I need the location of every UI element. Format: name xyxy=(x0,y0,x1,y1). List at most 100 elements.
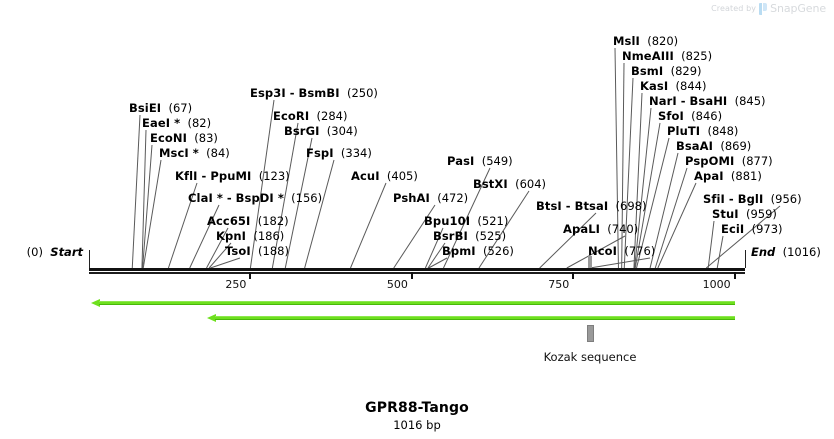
enzyme-name: MscI xyxy=(159,146,189,160)
arrow-head-icon xyxy=(206,314,216,322)
site-position: (844) xyxy=(668,79,707,93)
site-position: (820) xyxy=(639,34,679,48)
site-position: (549) xyxy=(474,154,513,168)
enzyme-name: StuI xyxy=(712,207,739,221)
restriction-site-label: BsaAI (869) xyxy=(676,140,751,152)
snapgene-watermark: Created by SnapGene xyxy=(711,2,826,15)
site-position: (869) xyxy=(713,139,752,153)
axis-tick-label: 250 xyxy=(225,278,247,291)
site-position: (334) xyxy=(333,146,372,160)
restriction-site-label: NcoI (776) xyxy=(588,245,655,257)
restriction-site-label: EcoNI (83) xyxy=(150,132,218,144)
enzyme-name: BsaAI xyxy=(676,139,714,153)
site-position: (182) xyxy=(250,214,289,228)
enzyme-name: Bpu10I xyxy=(424,214,471,228)
arrow-head-icon xyxy=(90,299,100,307)
enzyme-name: SfoI xyxy=(658,109,684,123)
site-position: (959) xyxy=(738,207,777,221)
site-position: (123) xyxy=(251,169,290,183)
restriction-site-label: Bpu10I (521) xyxy=(424,215,508,227)
restriction-site-label: NarI - BsaHI (845) xyxy=(649,95,766,107)
kozak-sequence-label: Kozak sequence xyxy=(543,350,637,364)
site-position: (881) xyxy=(723,169,762,183)
enzyme-name: BpmI xyxy=(442,244,476,258)
restriction-site-label: FspI (334) xyxy=(306,147,372,159)
restriction-site-label: BsrGI (304) xyxy=(284,125,358,137)
enzyme-name: AcuI xyxy=(351,169,380,183)
restriction-site-label: Esp3I - BsmBI (250) xyxy=(250,87,378,99)
enzyme-name: BsaHI xyxy=(689,94,728,108)
axis-tick xyxy=(410,272,413,279)
enzyme-name: Acc65I xyxy=(207,214,251,228)
watermark-prefix: Created by xyxy=(711,4,757,13)
site-position: (156) xyxy=(283,191,323,205)
enzyme-name: EcoNI xyxy=(150,131,187,145)
enzyme-name: BglI xyxy=(737,192,764,206)
enzyme-name: NcoI xyxy=(588,244,618,258)
site-position: (250) xyxy=(339,86,378,100)
enzyme-name: EciI xyxy=(721,222,745,236)
enzyme-name: EaeI xyxy=(142,116,171,130)
site-leader-line xyxy=(623,77,634,269)
site-position: (845) xyxy=(727,94,766,108)
enzyme-separator: - xyxy=(561,199,575,213)
site-leader-line xyxy=(142,144,153,269)
restriction-site-label: MscI * (84) xyxy=(159,147,230,159)
methylation-star: * xyxy=(188,146,199,160)
restriction-site-label: KpnI (186) xyxy=(216,230,284,242)
site-position: (304) xyxy=(319,124,358,138)
enzyme-separator: - xyxy=(724,192,738,206)
enzyme-name: Esp3I xyxy=(250,86,286,100)
site-position: (84) xyxy=(198,146,230,160)
enzyme-name: SfiI xyxy=(703,192,725,206)
kozak-sequence-marker-on-axis xyxy=(588,256,593,268)
site-position: (188) xyxy=(250,244,289,258)
restriction-site-label: BsiEI (67) xyxy=(129,102,192,114)
site-position: (698) xyxy=(608,199,647,213)
restriction-site-label: ClaI * - BspDI * (156) xyxy=(188,192,322,204)
site-position: (472) xyxy=(429,191,469,205)
site-leader-line xyxy=(131,114,141,269)
enzyme-name: TsoI xyxy=(225,244,251,258)
axis-tick xyxy=(572,272,575,279)
enzyme-name: NmeAIII xyxy=(622,49,674,63)
site-position: (525) xyxy=(467,229,507,243)
site-position: (186) xyxy=(246,229,285,243)
terminus-name: Start xyxy=(50,245,83,259)
terminus-position: (1016) xyxy=(782,245,821,259)
terminus-label-end: End (1016) xyxy=(751,246,821,258)
restriction-site-label: ApaLI (740) xyxy=(563,223,638,235)
restriction-site-label: Acc65I (182) xyxy=(207,215,289,227)
enzyme-name: KpnI xyxy=(216,229,247,243)
enzyme-name: NarI xyxy=(649,94,677,108)
restriction-site-label: BstXI (604) xyxy=(473,178,546,190)
enzyme-name: EcoRI xyxy=(273,109,310,123)
sequence-backbone xyxy=(89,268,745,271)
sequence-backbone-lower xyxy=(89,272,745,274)
feature-arrow xyxy=(90,299,735,308)
site-position: (82) xyxy=(180,116,212,130)
terminus-label-start: (0) Start xyxy=(17,246,83,258)
enzyme-name: BtsI xyxy=(536,199,562,213)
site-position: (956) xyxy=(763,192,802,206)
site-leader-line xyxy=(210,257,241,269)
enzyme-separator: - xyxy=(676,94,690,108)
restriction-site-label: NmeAIII (825) xyxy=(622,50,712,62)
restriction-site-label: BpmI (526) xyxy=(442,245,514,257)
site-position: (284) xyxy=(309,109,348,123)
restriction-site-label: PshAI (472) xyxy=(393,192,468,204)
feature-arrow xyxy=(206,314,735,323)
site-position: (521) xyxy=(470,214,509,228)
axis-tick-label: 750 xyxy=(548,278,570,291)
restriction-site-label: PluTI (848) xyxy=(667,125,738,137)
site-position: (526) xyxy=(475,244,514,258)
watermark-brand: SnapGene xyxy=(770,2,826,15)
enzyme-name: BsrGI xyxy=(284,124,320,138)
site-position: (846) xyxy=(683,109,723,123)
site-position: (405) xyxy=(379,169,418,183)
restriction-site-label: BtsI - BtsaI (698) xyxy=(536,200,646,212)
site-leader-line xyxy=(657,182,697,269)
enzyme-name: ClaI xyxy=(188,191,213,205)
page-title: GPR88-Tango xyxy=(365,400,469,416)
snapgene-logo-icon xyxy=(759,2,767,15)
